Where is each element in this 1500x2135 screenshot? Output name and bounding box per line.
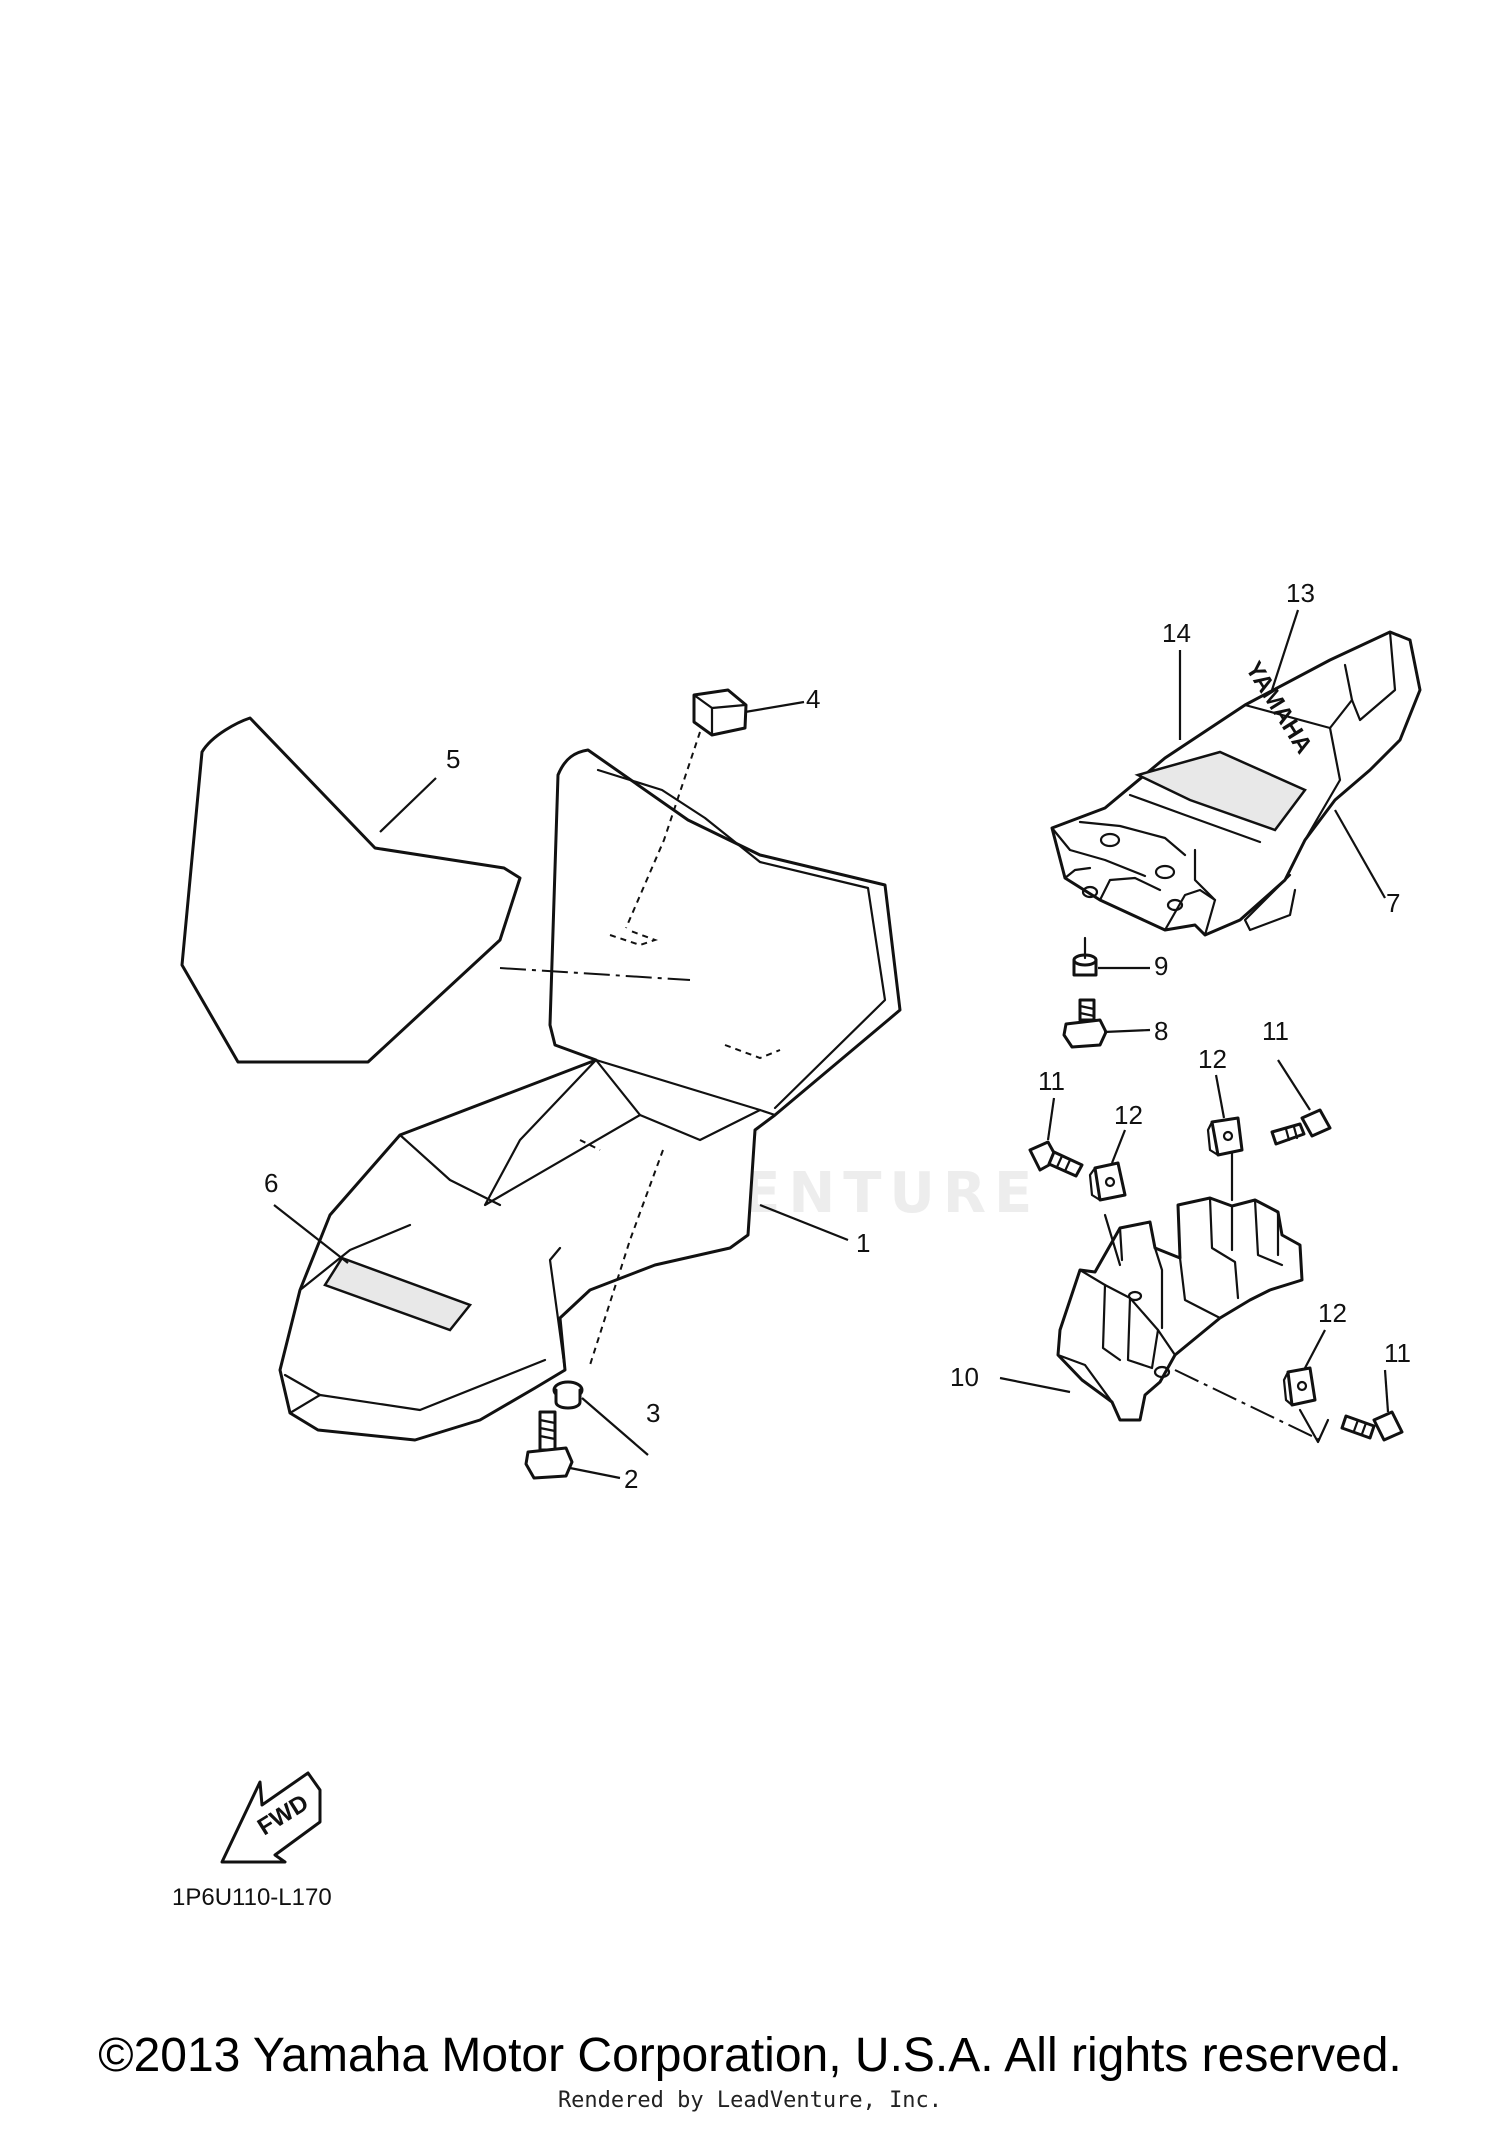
hidden-clip-lower: [724, 1044, 781, 1060]
center-line-5: [499, 967, 691, 981]
part-12-nut-b[interactable]: [1206, 1116, 1244, 1157]
callout-5: 5: [446, 744, 460, 774]
callout-12-a: 12: [1114, 1100, 1143, 1130]
leader-lines: [273, 609, 1390, 1480]
callout-11-c: 11: [1384, 1338, 1411, 1368]
part-3-grommet[interactable]: [552, 1380, 584, 1410]
hidden-mark-1: [579, 1139, 601, 1151]
callout-10: 10: [950, 1362, 979, 1392]
part-11-bolt-a[interactable]: [1028, 1140, 1084, 1178]
callout-9: 9: [1154, 951, 1168, 981]
callout-11-a: 11: [1038, 1066, 1065, 1096]
bracket-center-line: [1174, 1369, 1321, 1441]
forward-arrow: FWD: [220, 1771, 322, 1864]
callout-14: 14: [1162, 618, 1191, 648]
rendered-by-notice: Rendered by LeadVenture, Inc.: [557, 2088, 943, 2113]
part-10-bracket[interactable]: [1056, 1196, 1304, 1422]
copyright-notice: ©2013 Yamaha Motor Corporation, U.S.A. A…: [98, 2029, 1402, 2082]
callout-7: 7: [1386, 888, 1400, 918]
part-12-nut-c[interactable]: [1282, 1366, 1317, 1407]
diagram-code: 1P6U110-L170: [172, 1884, 332, 1911]
leader-bracket-left: [1103, 1213, 1122, 1267]
part-7-rear-seat[interactable]: YAMAHA: [1050, 630, 1422, 937]
callout-1: 1: [856, 1228, 870, 1258]
hidden-line-4: [625, 731, 701, 929]
callout-2: 2: [624, 1464, 638, 1494]
part-2-bolt[interactable]: [524, 1410, 574, 1480]
bracket-reference-line: [1298, 1408, 1330, 1444]
part-8-bolt[interactable]: [1062, 998, 1108, 1049]
seat-top-outline: [596, 768, 887, 1110]
part-9-collar[interactable]: [1072, 953, 1098, 977]
callout-3: 3: [646, 1398, 660, 1428]
callout-11-b: 11: [1262, 1016, 1289, 1046]
callout-13: 13: [1286, 578, 1315, 608]
part-4-clip[interactable]: [692, 688, 748, 737]
callout-numbers: 1 2 3 4 5 6 7 8 9 10 11 11 11 12 12 12 1…: [264, 578, 1411, 1494]
callout-6: 6: [264, 1168, 278, 1198]
hidden-clip-upper: [609, 929, 659, 947]
callout-8: 8: [1154, 1016, 1168, 1046]
part-1-front-cover[interactable]: [278, 748, 902, 1442]
callout-12-c: 12: [1318, 1298, 1347, 1328]
part-11-bolt-c[interactable]: [1340, 1410, 1404, 1442]
callout-12-b: 12: [1198, 1044, 1227, 1074]
part-5-panel[interactable]: [180, 716, 522, 1064]
part-12-nut-a[interactable]: [1088, 1161, 1127, 1202]
part-11-bolt-b[interactable]: [1270, 1108, 1332, 1146]
callout-4: 4: [806, 684, 820, 714]
